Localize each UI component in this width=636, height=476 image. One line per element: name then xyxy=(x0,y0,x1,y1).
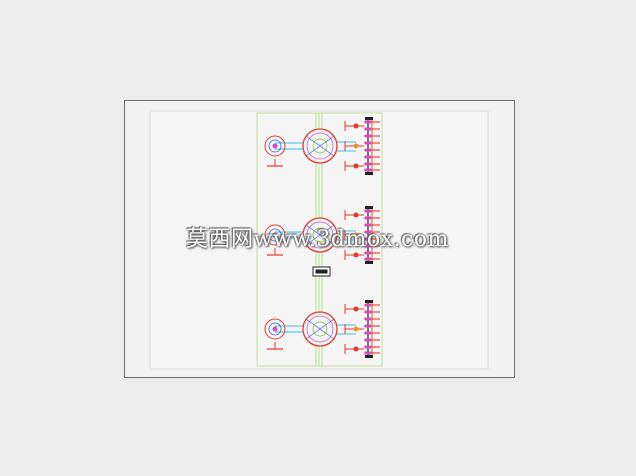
motor-outline xyxy=(264,135,286,157)
gauge-dot xyxy=(353,232,359,238)
valve-body xyxy=(365,162,371,166)
gauge-dot xyxy=(353,143,359,149)
pump-unit-3 xyxy=(264,300,380,358)
valve-body xyxy=(365,345,371,349)
valve-body xyxy=(365,251,371,255)
gauge-dot xyxy=(353,212,359,218)
rack-cap-bottom xyxy=(365,172,373,175)
valve-body xyxy=(365,230,371,234)
valve-body xyxy=(365,141,371,145)
valve-body xyxy=(365,351,371,355)
valve-body xyxy=(365,120,371,124)
rack-cap-top xyxy=(365,206,373,209)
valve-body xyxy=(365,237,371,241)
tank-ring xyxy=(306,315,334,343)
valve-body xyxy=(365,148,371,152)
tank-cross xyxy=(305,135,335,157)
gauge-dot xyxy=(353,163,359,169)
gauge-dot xyxy=(353,346,359,352)
tank-ring xyxy=(306,132,334,160)
gauge-dot xyxy=(353,252,359,258)
valve-body xyxy=(365,127,371,131)
gauge-dot xyxy=(353,123,359,129)
gauge-dot xyxy=(353,306,359,312)
rack-cap-bottom xyxy=(365,355,373,358)
valve-body xyxy=(365,244,371,248)
motor-hub xyxy=(272,143,278,149)
watermark-text: 莫西网www.3dmox.com xyxy=(186,227,449,252)
valve-body xyxy=(365,223,371,227)
tank-core xyxy=(312,138,328,154)
motor-inner xyxy=(268,228,282,242)
pump-unit-2 xyxy=(264,206,380,264)
motor-outline xyxy=(264,318,286,340)
rack-cap-top xyxy=(365,300,373,303)
tank-ring xyxy=(306,221,334,249)
valve-body xyxy=(365,257,371,261)
valve-body xyxy=(365,317,371,321)
pump-unit-1 xyxy=(264,117,380,175)
valve-body xyxy=(365,216,371,220)
valve-body xyxy=(365,155,371,159)
rack-cap-bottom xyxy=(365,261,373,264)
motor-outline xyxy=(264,224,286,246)
valve-body xyxy=(365,209,371,213)
valve-body xyxy=(365,338,371,342)
rack-cap-top xyxy=(365,117,373,120)
motor-hub xyxy=(272,326,278,332)
motor-inner xyxy=(268,139,282,153)
motor-hub xyxy=(272,232,278,238)
valve-body xyxy=(365,324,371,328)
tank-core xyxy=(312,321,328,337)
motor-inner xyxy=(268,322,282,336)
tank-cross xyxy=(305,318,335,340)
control-panel-icon xyxy=(312,266,331,277)
valve-body xyxy=(365,303,371,307)
tank-core xyxy=(312,227,328,243)
drawing-frame xyxy=(256,112,383,367)
valve-body xyxy=(365,331,371,335)
tank-cross xyxy=(305,224,335,246)
valve-body xyxy=(365,168,371,172)
valve-body xyxy=(365,134,371,138)
gauge-dot xyxy=(353,326,359,332)
valve-body xyxy=(365,310,371,314)
